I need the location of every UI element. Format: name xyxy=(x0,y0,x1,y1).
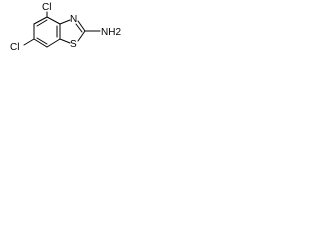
bond-c3a-c4 xyxy=(46,16,61,25)
bond-n-c2-inner xyxy=(75,23,83,33)
bond-c3a-n xyxy=(59,19,71,25)
molecule-drawing: Cl Cl N S NH2 xyxy=(10,2,121,53)
atom-amine: NH2 xyxy=(101,27,121,38)
bond-c5-c5-inner xyxy=(36,19,48,27)
thiazole-ring xyxy=(59,19,86,44)
atom-s-ring: S xyxy=(70,39,77,50)
atom-cl-left: Cl xyxy=(10,42,19,53)
bond-c6-c7 xyxy=(33,38,48,48)
structure-diagram: Cl Cl N S NH2 xyxy=(0,0,126,68)
bond-c6-c7-inner xyxy=(36,37,48,45)
bond-c7-c7a xyxy=(46,38,61,48)
benzene-ring xyxy=(33,16,61,48)
atom-n-ring: N xyxy=(70,14,77,25)
bond-c4-c5 xyxy=(33,16,48,25)
bond-c6-cl xyxy=(23,38,35,46)
bond-n-c2 xyxy=(77,20,86,32)
bond-c2-s xyxy=(77,30,86,42)
bond-s-c7a xyxy=(59,38,71,44)
atom-cl-top: Cl xyxy=(42,2,51,13)
